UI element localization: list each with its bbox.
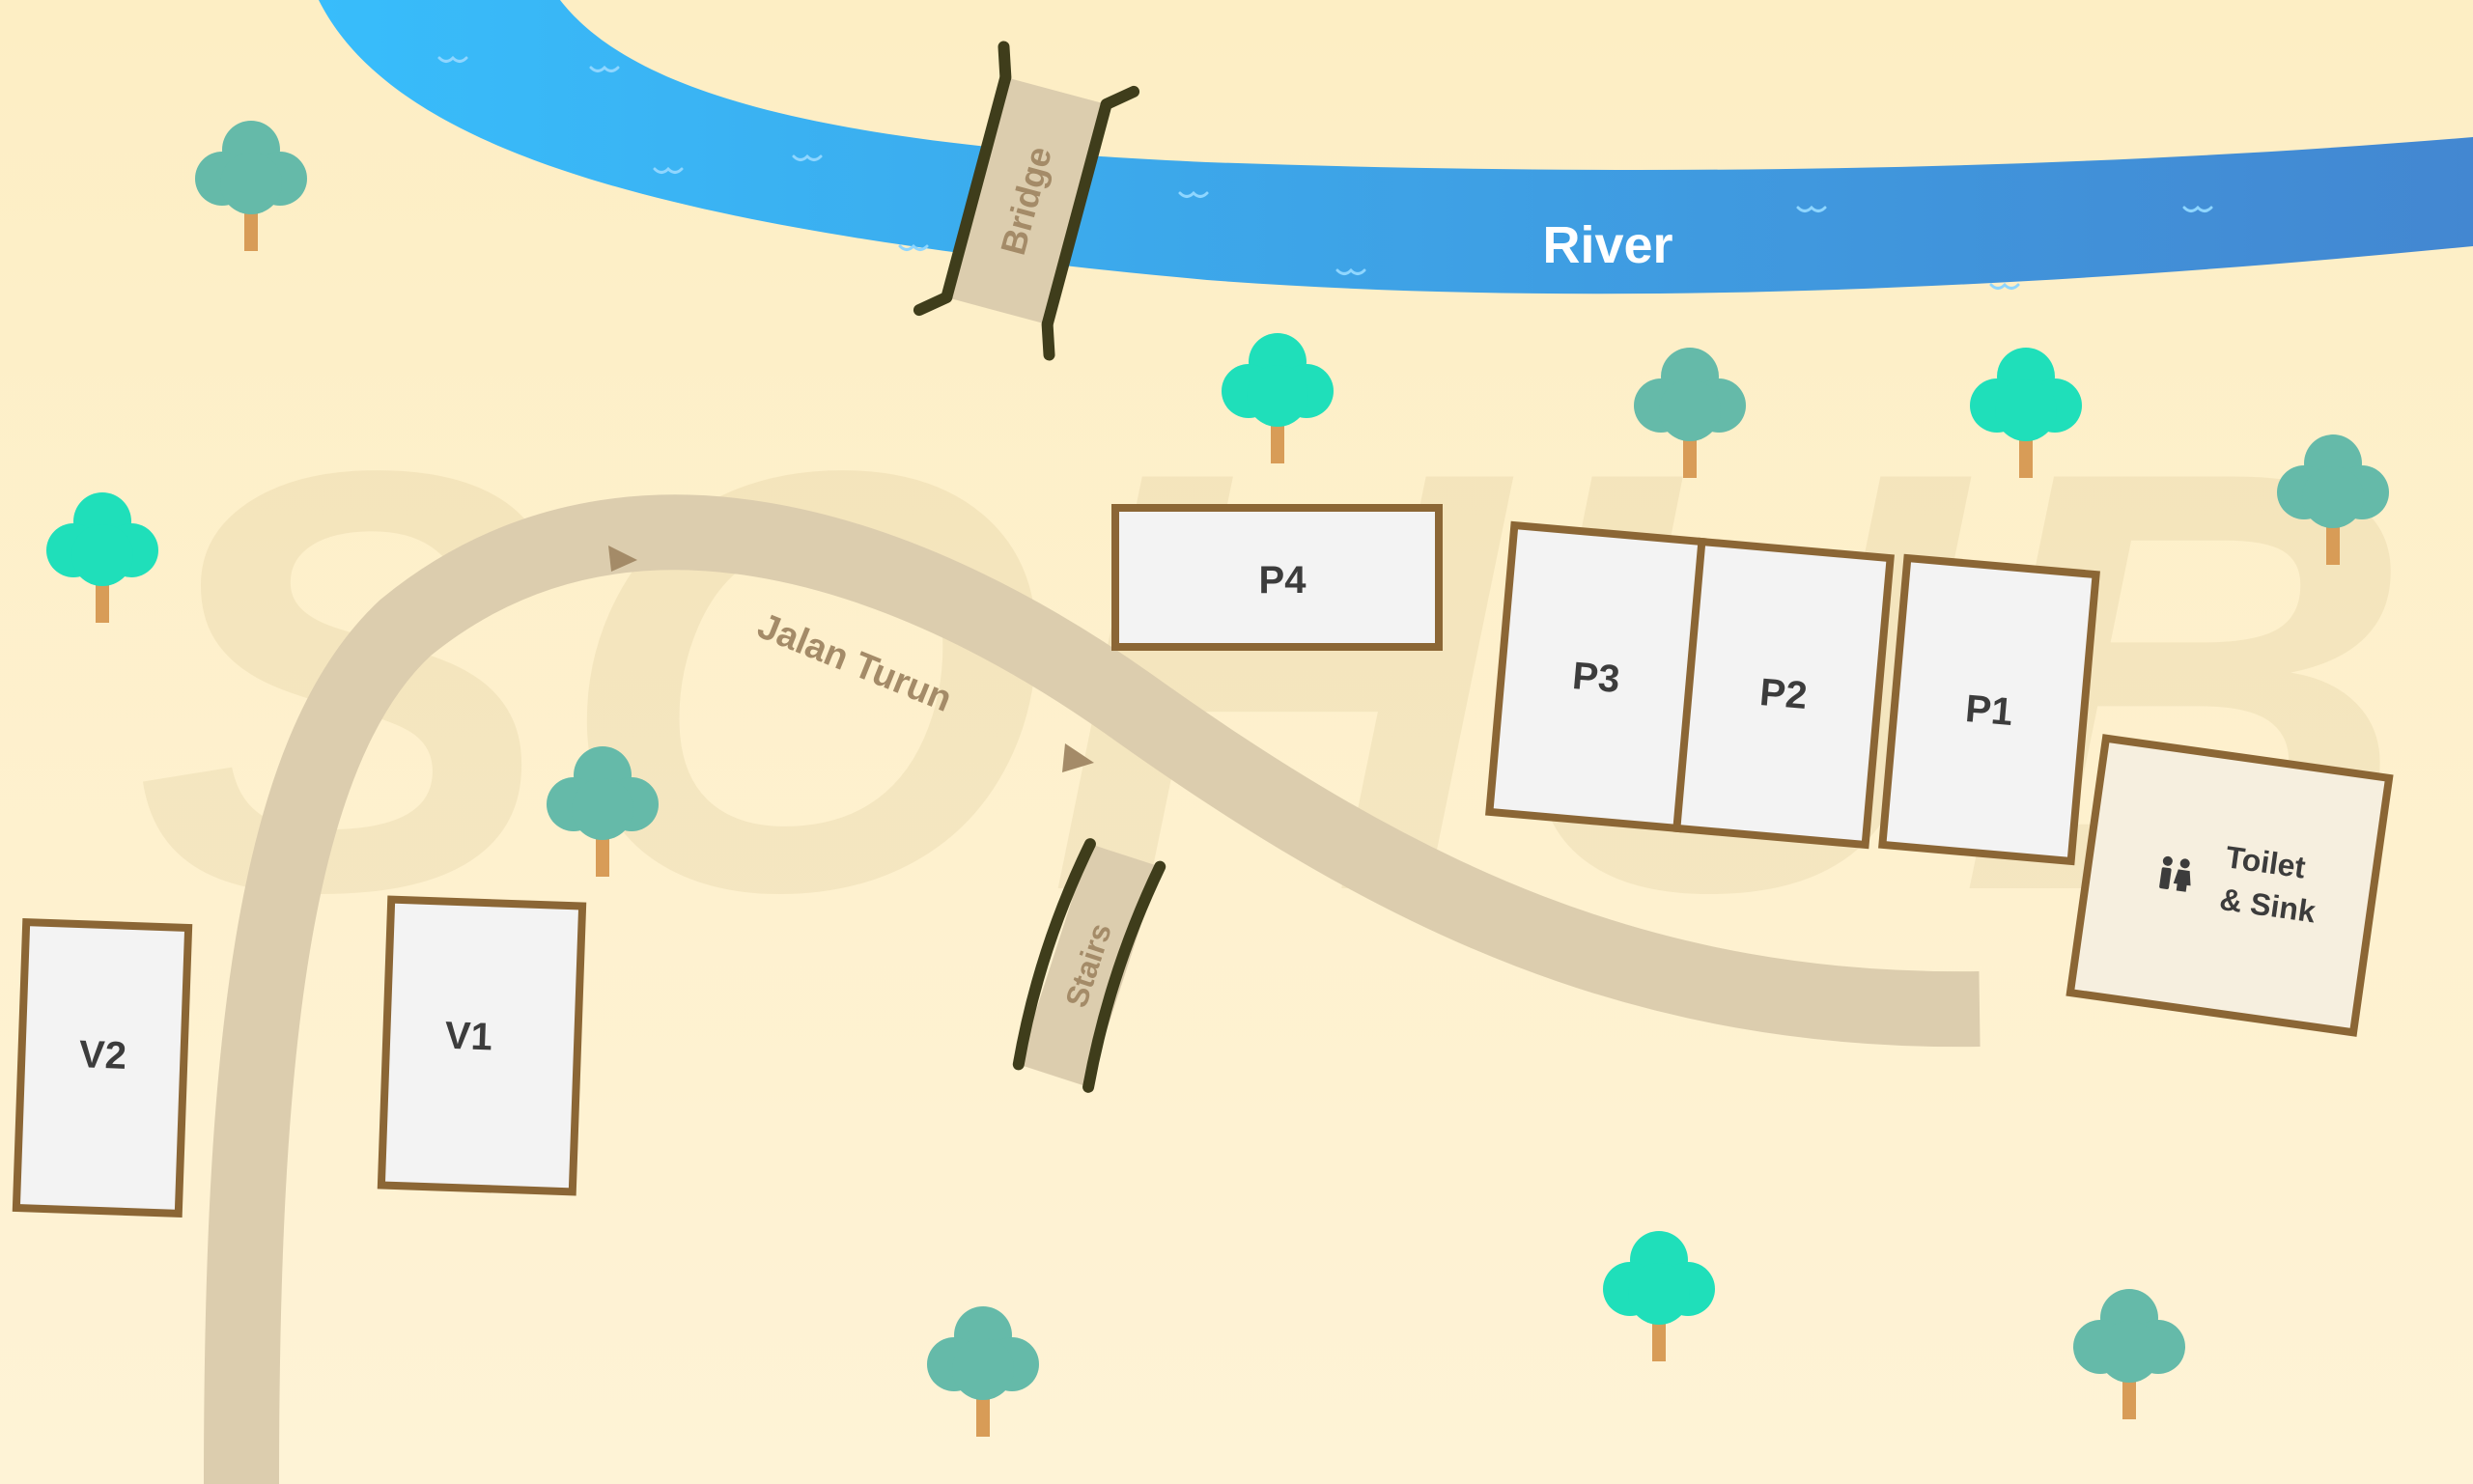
tree-icon (1222, 333, 1334, 463)
river-label: River (1542, 216, 1672, 274)
bridge: Bridge (913, 41, 1140, 361)
tree-icon (1634, 348, 1746, 478)
tree-icon (547, 746, 659, 877)
tree-icon (195, 121, 307, 251)
plot-label: P4 (1259, 559, 1307, 602)
tree-icon (2073, 1289, 2185, 1419)
river: River (319, 0, 2473, 294)
plot-label: P3 (1571, 655, 1622, 701)
restroom-icon (2159, 855, 2191, 892)
plot-p2[interactable]: P2 (1672, 537, 1895, 850)
plot-v2[interactable]: V2 (12, 918, 193, 1218)
plot-p4[interactable]: P4 (1111, 504, 1443, 651)
wave-marks (437, 55, 2213, 290)
plot-label: V2 (78, 1033, 126, 1078)
tree-icon (927, 1306, 1039, 1437)
plot-label: P2 (1758, 671, 1810, 717)
tree-icon (2277, 434, 2389, 565)
road-direction-arrow (608, 546, 637, 572)
tree-icon (1603, 1231, 1715, 1361)
plot-v1[interactable]: V1 (377, 895, 587, 1196)
facility-toilet-sink[interactable]: Toilet & Sink (2066, 734, 2394, 1037)
plot-p3[interactable]: P3 (1485, 520, 1707, 833)
plot-label: V1 (444, 1015, 492, 1059)
stairs: Stairs (1012, 838, 1166, 1093)
tree-icon (46, 492, 158, 623)
road-direction-arrow (1062, 743, 1094, 772)
plot-label: P1 (1964, 687, 2015, 734)
plot-p1[interactable]: P1 (1878, 553, 2100, 866)
tree-icon (1970, 348, 2082, 478)
